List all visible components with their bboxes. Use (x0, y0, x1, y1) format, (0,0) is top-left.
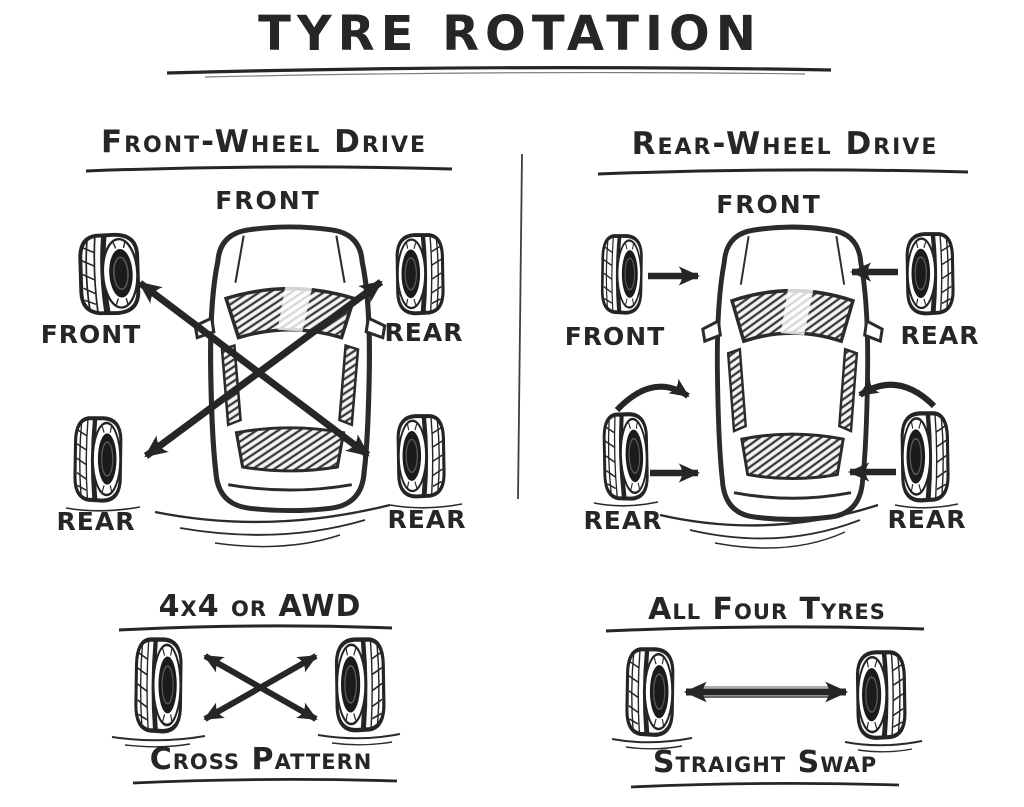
all-four-section-art (605, 625, 925, 789)
fwd-ground-shading (154, 503, 391, 548)
page-title: TYRE ROTATION (258, 6, 762, 62)
rwd-tyre-label-rear-left: REAR (583, 506, 663, 535)
rwd-curved-arrows (614, 377, 937, 413)
fwd-tyre-rear-left-icon (75, 418, 121, 500)
rwd-tyre-label-rear-right: REAR (887, 505, 967, 534)
fwd-tyre-label-rear-left: REAR (56, 507, 136, 536)
fwd-tyre-rear-right-icon (396, 414, 446, 499)
awd-tyre-shadows (111, 733, 401, 748)
rwd-tyre-label-front-left: FRONT (564, 322, 666, 351)
fwd-cross-arrows (137, 279, 384, 459)
fwd-tyre-shadow (65, 506, 141, 512)
rwd-tyre-label-front-right: REAR (900, 321, 980, 350)
fwd-tyre-label-front-right: REAR (384, 318, 464, 347)
rwd-panel-art (593, 168, 969, 549)
fwd-car-top-label: FRONT (215, 186, 321, 215)
rwd-tyre-shadow (894, 503, 959, 509)
fwd-tyre-front-left-icon (76, 231, 143, 317)
awd-section-art (111, 624, 401, 785)
fwd-tyre-front-right-icon (395, 233, 445, 316)
fwd-panel-art (65, 165, 463, 548)
all-four-caption: Straight Swap (652, 745, 878, 780)
all-four-heading-underline (605, 625, 925, 633)
rwd-tyre-rear-right-icon (902, 413, 948, 500)
fwd-tyre-label-front-left: FRONT (40, 320, 142, 349)
awd-heading-underline (118, 624, 393, 632)
all-four-caption-underline (630, 782, 900, 789)
fwd-tyre-shadow (389, 503, 463, 509)
rwd-ground-shading (659, 503, 879, 549)
awd-cross-arrows (203, 653, 318, 722)
rwd-tyre-rear-left-icon (603, 414, 649, 500)
awd-heading: 4x4 or AWD (158, 589, 362, 624)
fwd-heading-underline (85, 165, 453, 173)
all-four-heading: All Four Tyres (648, 592, 886, 627)
rwd-tyre-shadow (593, 501, 659, 507)
all-four-tyre-right-icon (858, 652, 905, 737)
all-four-tyre-shadows (611, 737, 923, 753)
awd-tyre-right-icon (337, 640, 384, 731)
all-four-swap-arrow (683, 681, 849, 703)
fwd-car-icon (195, 227, 385, 511)
panel-divider (517, 153, 523, 500)
title-underline (166, 66, 832, 78)
rwd-tyre-front-left-icon (600, 234, 644, 315)
awd-caption-underline (132, 778, 398, 785)
rwd-tyre-front-right-icon (905, 232, 955, 316)
awd-caption: Cross Pattern (149, 742, 373, 777)
fwd-heading: Front-Wheel Drive (100, 124, 428, 160)
rwd-car-top-label: FRONT (716, 190, 822, 219)
awd-tyre-left-icon (136, 640, 181, 732)
all-four-tyre-left-icon (627, 649, 673, 734)
fwd-tyre-label-rear-right: REAR (387, 505, 467, 534)
rwd-straight-arrows (648, 262, 898, 483)
rwd-heading: Rear-Wheel Drive (631, 126, 939, 162)
rwd-heading-underline (597, 168, 969, 176)
